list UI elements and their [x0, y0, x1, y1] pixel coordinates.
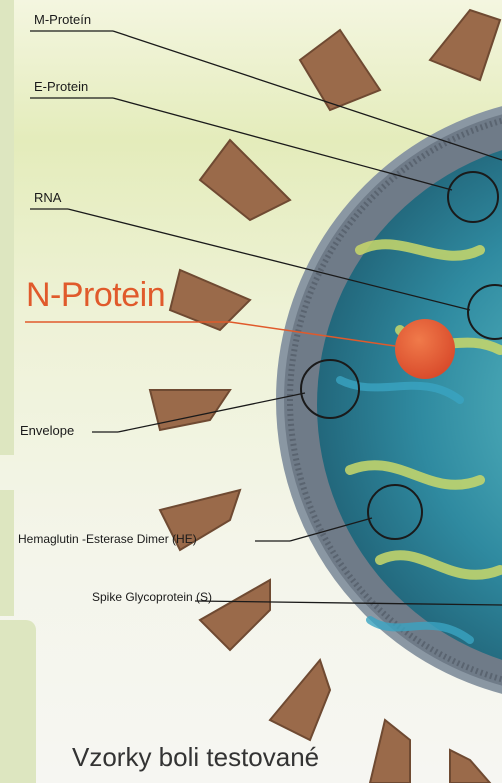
n-protein-highlight: [395, 319, 455, 379]
label-m-protein: M-Proteín: [34, 12, 91, 27]
label-e-protein: E-Protein: [34, 79, 88, 94]
label-envelope: Envelope: [20, 423, 74, 438]
label-he: Hemaglutin -Esterase Dimer (HE): [18, 532, 197, 546]
label-n-protein: N-Protein: [26, 276, 165, 315]
label-spike: Spike Glycoprotein (S): [92, 590, 212, 604]
caption-text: Vzorky boli testované: [72, 742, 319, 773]
label-rna: RNA: [34, 190, 61, 205]
